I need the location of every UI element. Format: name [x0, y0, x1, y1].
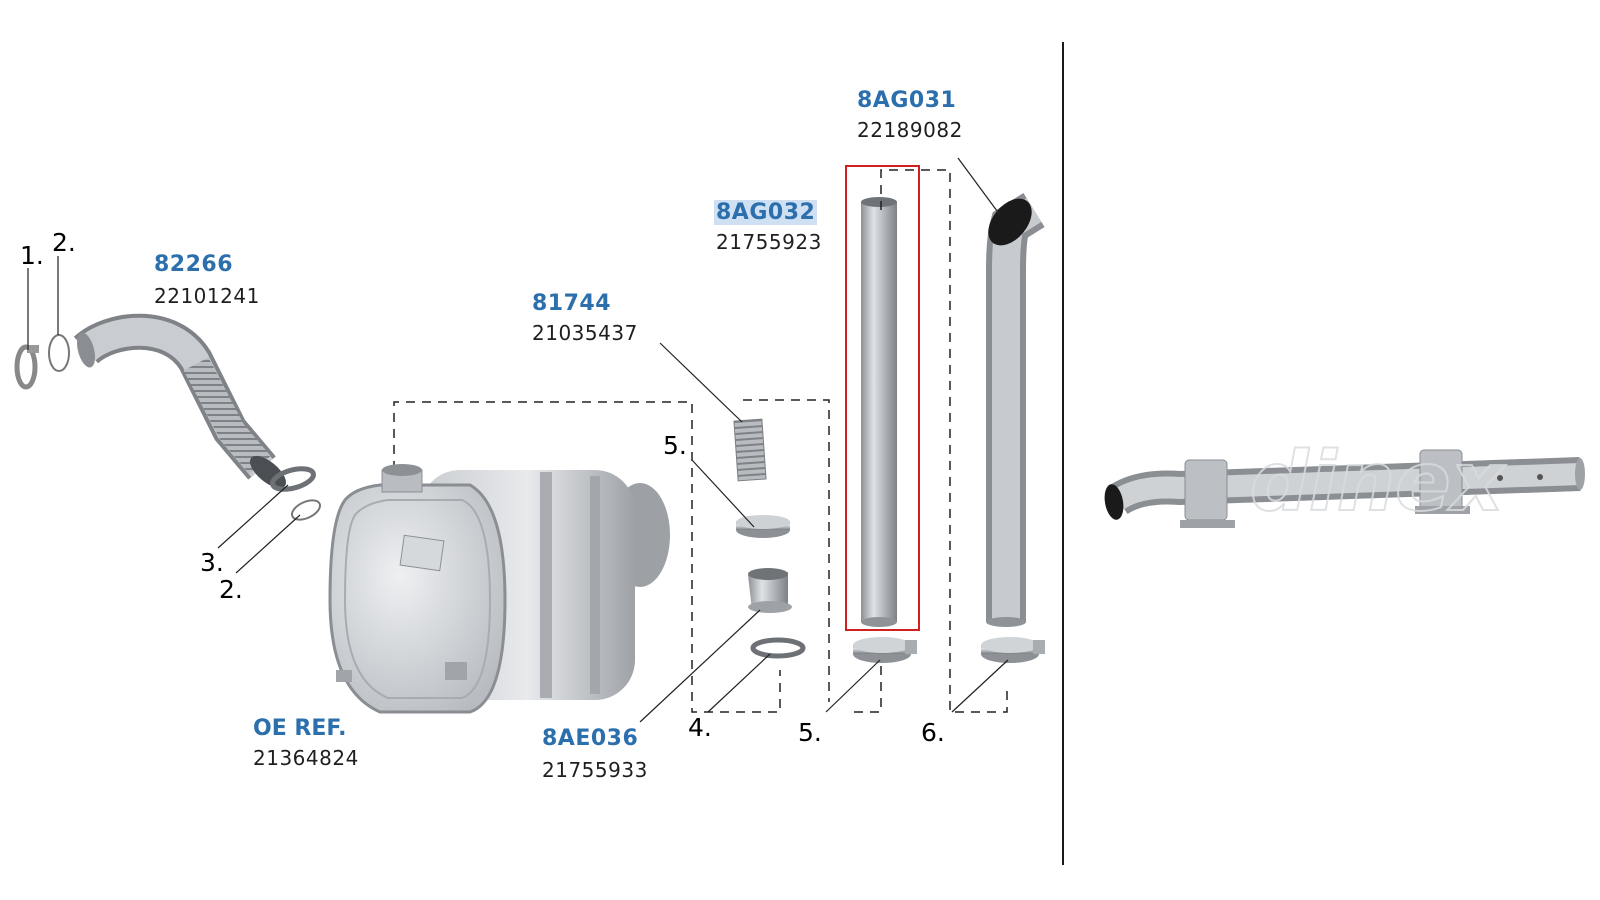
- leader-3: [217, 484, 289, 549]
- leader-8AG031: [957, 157, 1001, 216]
- callout-1: 1.: [20, 241, 44, 270]
- callout-3: 3.: [200, 548, 224, 577]
- callout-2-top: 2.: [52, 228, 76, 257]
- leader-5-bottom: [825, 659, 881, 713]
- clamp-5-bottom: [853, 637, 917, 663]
- clamp-4: [750, 637, 806, 659]
- leader-8AE036: [639, 609, 761, 723]
- leader-2-bottom: [235, 514, 301, 574]
- callout-5-bottom: 5.: [798, 718, 822, 747]
- oe-number-21755933: 21755933: [542, 758, 648, 782]
- leader-81744: [659, 342, 743, 423]
- stack-pipe-8AG031: [986, 193, 1045, 627]
- selected-text-8AG032[interactable]: 8AG032: [714, 200, 818, 225]
- callout-2-bottom: 2.: [219, 575, 243, 604]
- clamp-1: [14, 344, 39, 390]
- oe-number-22189082: 22189082: [857, 118, 963, 142]
- callout-6: 6.: [921, 718, 945, 747]
- gasket-2-bottom: [290, 499, 322, 521]
- oe-number-21364824: 21364824: [253, 746, 359, 770]
- assembled-pipe-render: [1104, 449, 1585, 528]
- part-number-81744: 81744: [532, 291, 612, 316]
- part-number-82266: 82266: [154, 252, 234, 277]
- oe-ref-title: OE REF.: [253, 716, 347, 741]
- dashed-connector-5-bottom: [852, 650, 882, 713]
- oe-number-22101241: 22101241: [154, 284, 260, 308]
- highlight-box-8AG032: [845, 165, 920, 631]
- gasket-2-top: [48, 334, 70, 372]
- dashed-connector-bellows: [743, 399, 830, 702]
- oe-number-21035437: 21035437: [532, 321, 638, 345]
- clamp-6: [981, 637, 1045, 663]
- flex-pipe-82266: [73, 313, 287, 489]
- dinex-watermark: dinex: [1250, 435, 1507, 530]
- oe-number-21755923: 21755923: [716, 230, 822, 254]
- dashed-connector-main: [393, 401, 781, 713]
- callout-4: 4.: [688, 713, 712, 742]
- part-number-8AE036: 8AE036: [542, 726, 639, 751]
- leader-6: [951, 659, 1009, 713]
- callout-5-left: 5.: [663, 431, 687, 460]
- leader-5-left: [691, 459, 755, 528]
- leader-4: [707, 653, 771, 713]
- part-number-8AG032: 8AG032: [714, 200, 818, 225]
- muffler-unit: [328, 464, 670, 714]
- part-number-8AG031: 8AG031: [857, 88, 957, 113]
- clamp-5-left: [736, 515, 790, 538]
- adapter-8AE036: [748, 568, 792, 613]
- dashed-connector-8AG031: [880, 169, 1008, 713]
- clamp-3: [270, 466, 316, 492]
- bellows-81744: [733, 418, 767, 482]
- straight-pipe-8AG032: [861, 197, 897, 627]
